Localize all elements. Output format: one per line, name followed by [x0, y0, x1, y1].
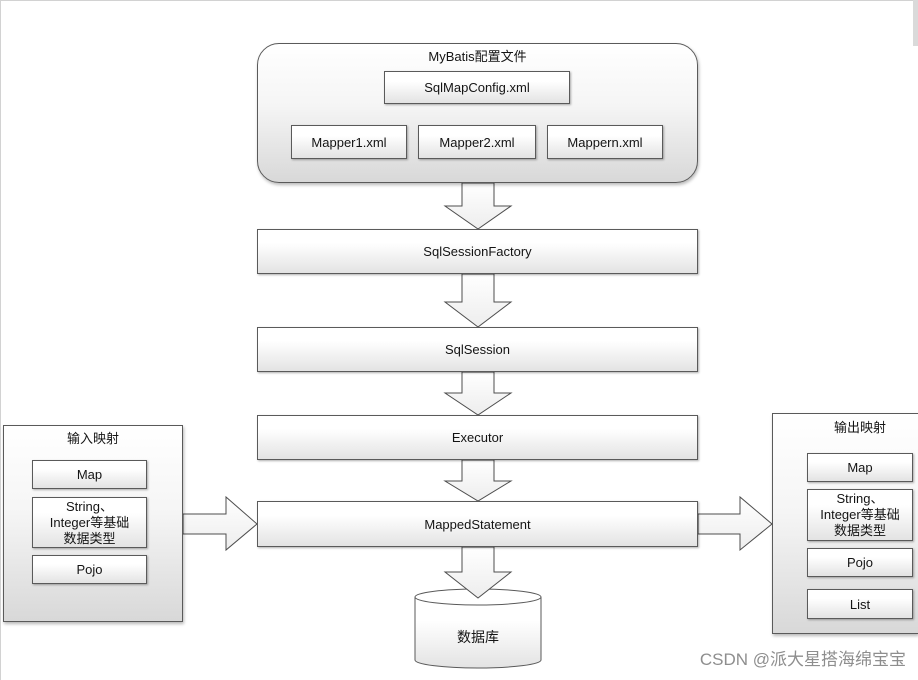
input-mapping-panel: 输入映射 Map String、 Integer等基础 数据类型 Pojo	[3, 425, 183, 622]
sql-session-label: SqlSession	[444, 342, 511, 357]
sql-session-box: SqlSession	[257, 327, 698, 372]
output-pojo-label: Pojo	[846, 555, 874, 570]
executor-label: Executor	[451, 430, 504, 445]
mapped-statement-box: MappedStatement	[257, 501, 698, 547]
mapper2-box: Mapper2.xml	[418, 125, 536, 159]
output-list-box: List	[807, 589, 913, 619]
mapper2-label: Mapper2.xml	[439, 134, 515, 150]
mappern-label: Mappern.xml	[567, 134, 643, 150]
output-basic-types-line: Integer等基础	[820, 507, 900, 522]
arrow-mapped-statement-to-output-mapping	[697, 495, 773, 552]
arrow-session-to-executor	[443, 371, 513, 416]
arrow-mapped-statement-to-database	[443, 546, 513, 599]
config-files-group: MyBatis配置文件 SqlMapConfig.xml Mapper1.xml…	[257, 43, 698, 183]
input-map-label: Map	[76, 467, 103, 482]
mapper1-box: Mapper1.xml	[291, 125, 407, 159]
output-mapping-panel: 输出映射 Map String、 Integer等基础 数据类型 Pojo Li…	[772, 413, 918, 634]
output-basic-types-line: String、	[836, 491, 884, 506]
mapper1-label: Mapper1.xml	[311, 134, 387, 150]
input-mapping-title: 输入映射	[66, 431, 119, 446]
mappern-box: Mappern.xml	[547, 125, 663, 159]
sqlmapconfig-box: SqlMapConfig.xml	[384, 71, 570, 104]
output-pojo-box: Pojo	[807, 548, 913, 577]
input-pojo-label: Pojo	[76, 562, 103, 577]
input-basic-types-line: Integer等基础	[49, 514, 130, 530]
output-map-label: Map	[847, 460, 873, 475]
arrow-config-to-session-factory	[443, 182, 513, 230]
arrow-session-factory-to-session	[443, 273, 513, 328]
output-list-label: List	[849, 596, 871, 612]
sql-session-factory-label: SqlSessionFactory	[423, 244, 532, 259]
input-basic-types-box: String、 Integer等基础 数据类型	[32, 497, 147, 548]
database-cylinder-rim	[414, 596, 542, 606]
database-cylinder-body	[414, 588, 542, 669]
arrow-input-mapping-to-mapped-statement	[182, 495, 258, 552]
window-edge-strip	[913, 0, 918, 46]
input-map-box: Map	[32, 460, 147, 489]
input-pojo-box: Pojo	[32, 555, 147, 584]
database-cylinder: 数据库	[414, 588, 542, 669]
csdn-watermark: CSDN @派大星搭海绵宝宝	[699, 650, 906, 669]
arrow-executor-to-mapped-statement	[443, 459, 513, 502]
input-basic-types-line: 数据类型	[63, 530, 116, 546]
output-basic-types-line: 数据类型	[833, 523, 886, 538]
sql-session-factory-box: SqlSessionFactory	[257, 229, 698, 274]
input-basic-types-line: String、	[66, 498, 113, 514]
output-basic-types-box: String、 Integer等基础 数据类型	[807, 489, 913, 541]
executor-box: Executor	[257, 415, 698, 460]
mapped-statement-label: MappedStatement	[424, 516, 531, 532]
output-mapping-title: 输出映射	[833, 420, 886, 435]
config-files-title: MyBatis配置文件	[428, 49, 527, 64]
database-label: 数据库	[457, 629, 499, 645]
sqlmapconfig-label: SqlMapConfig.xml	[424, 80, 530, 95]
output-map-box: Map	[807, 453, 913, 482]
